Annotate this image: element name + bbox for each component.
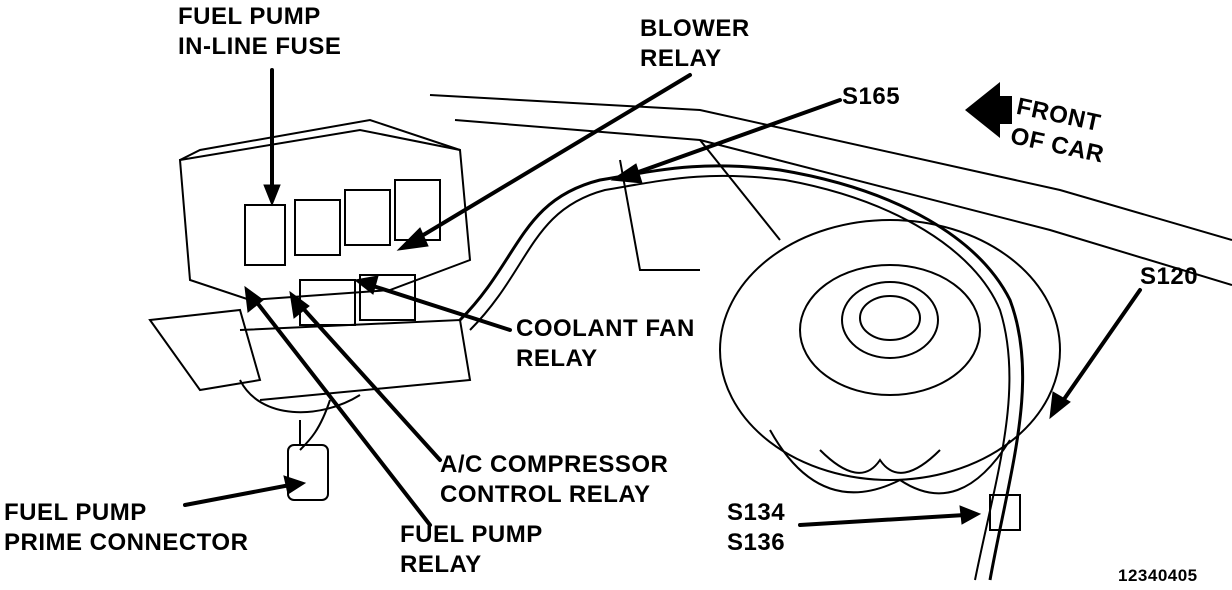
label-ac-compressor-control-relay: A/C COMPRESSOR CONTROL RELAY	[440, 451, 669, 508]
label-fuel-pump-in-line-fuse: FUEL PUMP IN-LINE FUSE	[178, 3, 342, 60]
strut-skirt	[769, 429, 1011, 495]
front-of-car-arrow	[965, 82, 1012, 138]
arrowhead-s134	[959, 505, 982, 525]
harness-main	[458, 164, 1025, 581]
arrowhead-prime-connector	[283, 475, 307, 495]
fender-line	[429, 94, 1232, 241]
strut-tower-cap	[859, 295, 921, 341]
leader-blower-relay	[413, 73, 692, 242]
strut-tower-mid	[799, 264, 981, 396]
leader-s120	[1058, 288, 1142, 407]
label-s134-s136: S134 S136	[727, 499, 786, 556]
arrowhead-coolant-fan	[353, 275, 379, 295]
relay-d	[299, 279, 356, 326]
fuse-block	[244, 204, 286, 266]
cowl-line	[619, 159, 700, 271]
label-coolant-fan-relay: COOLANT FAN RELAY	[516, 315, 695, 372]
arrowhead-s120	[1049, 391, 1071, 420]
leader-s134	[798, 513, 967, 527]
figure-number: 12340405	[1118, 566, 1198, 585]
arrowhead-blower-relay	[396, 227, 429, 251]
harness-branch	[299, 399, 331, 451]
relay-center-housing	[178, 128, 472, 302]
prime-connector-body	[287, 444, 329, 501]
fender-line-lower	[454, 119, 1232, 286]
harness-parallel	[469, 174, 1011, 581]
harness-loop	[239, 379, 361, 414]
label-fuel-pump-relay: FUEL PUMP RELAY	[400, 521, 543, 578]
bracket-left	[148, 308, 262, 392]
label-s120: S120	[1140, 263, 1199, 290]
leader-fuel-pump-relay	[253, 298, 432, 527]
bracket-front	[239, 318, 472, 401]
strut-tower-outer	[719, 219, 1061, 481]
arrowhead-ac-relay	[289, 290, 310, 319]
body-edge	[699, 139, 781, 241]
arrowhead-s165	[610, 163, 643, 184]
s134-clip	[989, 494, 1021, 531]
arrowhead-fuel-pump-fuse	[263, 184, 281, 207]
leader-coolant-fan	[368, 283, 512, 332]
relay-a	[294, 199, 341, 256]
relay-b	[344, 189, 391, 246]
strut-tower-inner	[841, 281, 939, 359]
arrowhead-fuel-pump-relay	[244, 285, 264, 313]
relay-center-top	[179, 118, 461, 161]
strut-skirt-arc	[819, 449, 941, 474]
leader-prime-connector	[183, 483, 292, 507]
leader-s165	[628, 98, 842, 177]
leader-ac-relay	[298, 303, 442, 462]
label-s165: S165	[842, 83, 901, 110]
label-blower-relay: BLOWER RELAY	[640, 15, 750, 72]
label-fuel-pump-prime-connector: FUEL PUMP PRIME CONNECTOR	[4, 499, 249, 556]
